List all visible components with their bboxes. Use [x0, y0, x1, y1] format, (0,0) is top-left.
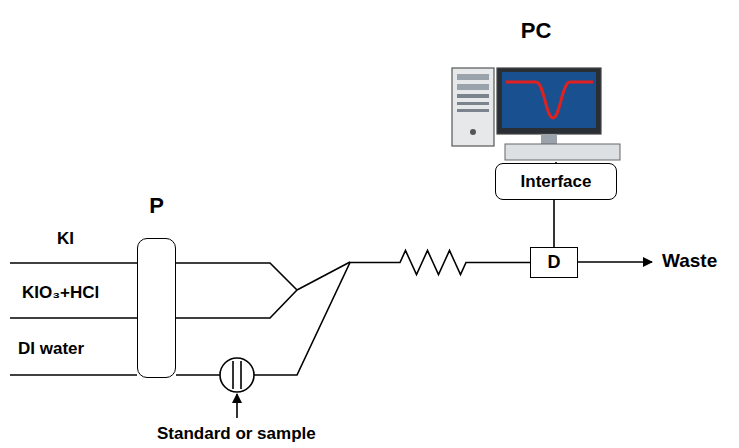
box-label: D	[548, 252, 561, 273]
reagent-label: KI	[57, 229, 74, 249]
heading-label: P	[138, 193, 175, 219]
reagent-label: KIO₃+HCl	[22, 283, 99, 303]
box-label: Interface	[521, 172, 592, 192]
computer: PC	[448, 14, 624, 162]
signal-wire	[553, 200, 555, 247]
carrier-label: DI water	[18, 339, 84, 359]
input-label: Standard or sample	[157, 424, 316, 444]
tubing	[10, 262, 652, 418]
heading-label: PC	[448, 18, 624, 44]
flow-line	[176, 251, 530, 376]
interface-box: Interface	[495, 163, 617, 200]
injection-valve	[220, 358, 254, 392]
outlet-label: Waste	[662, 250, 717, 272]
detector-box: D	[530, 247, 578, 278]
pump: P	[137, 238, 176, 378]
